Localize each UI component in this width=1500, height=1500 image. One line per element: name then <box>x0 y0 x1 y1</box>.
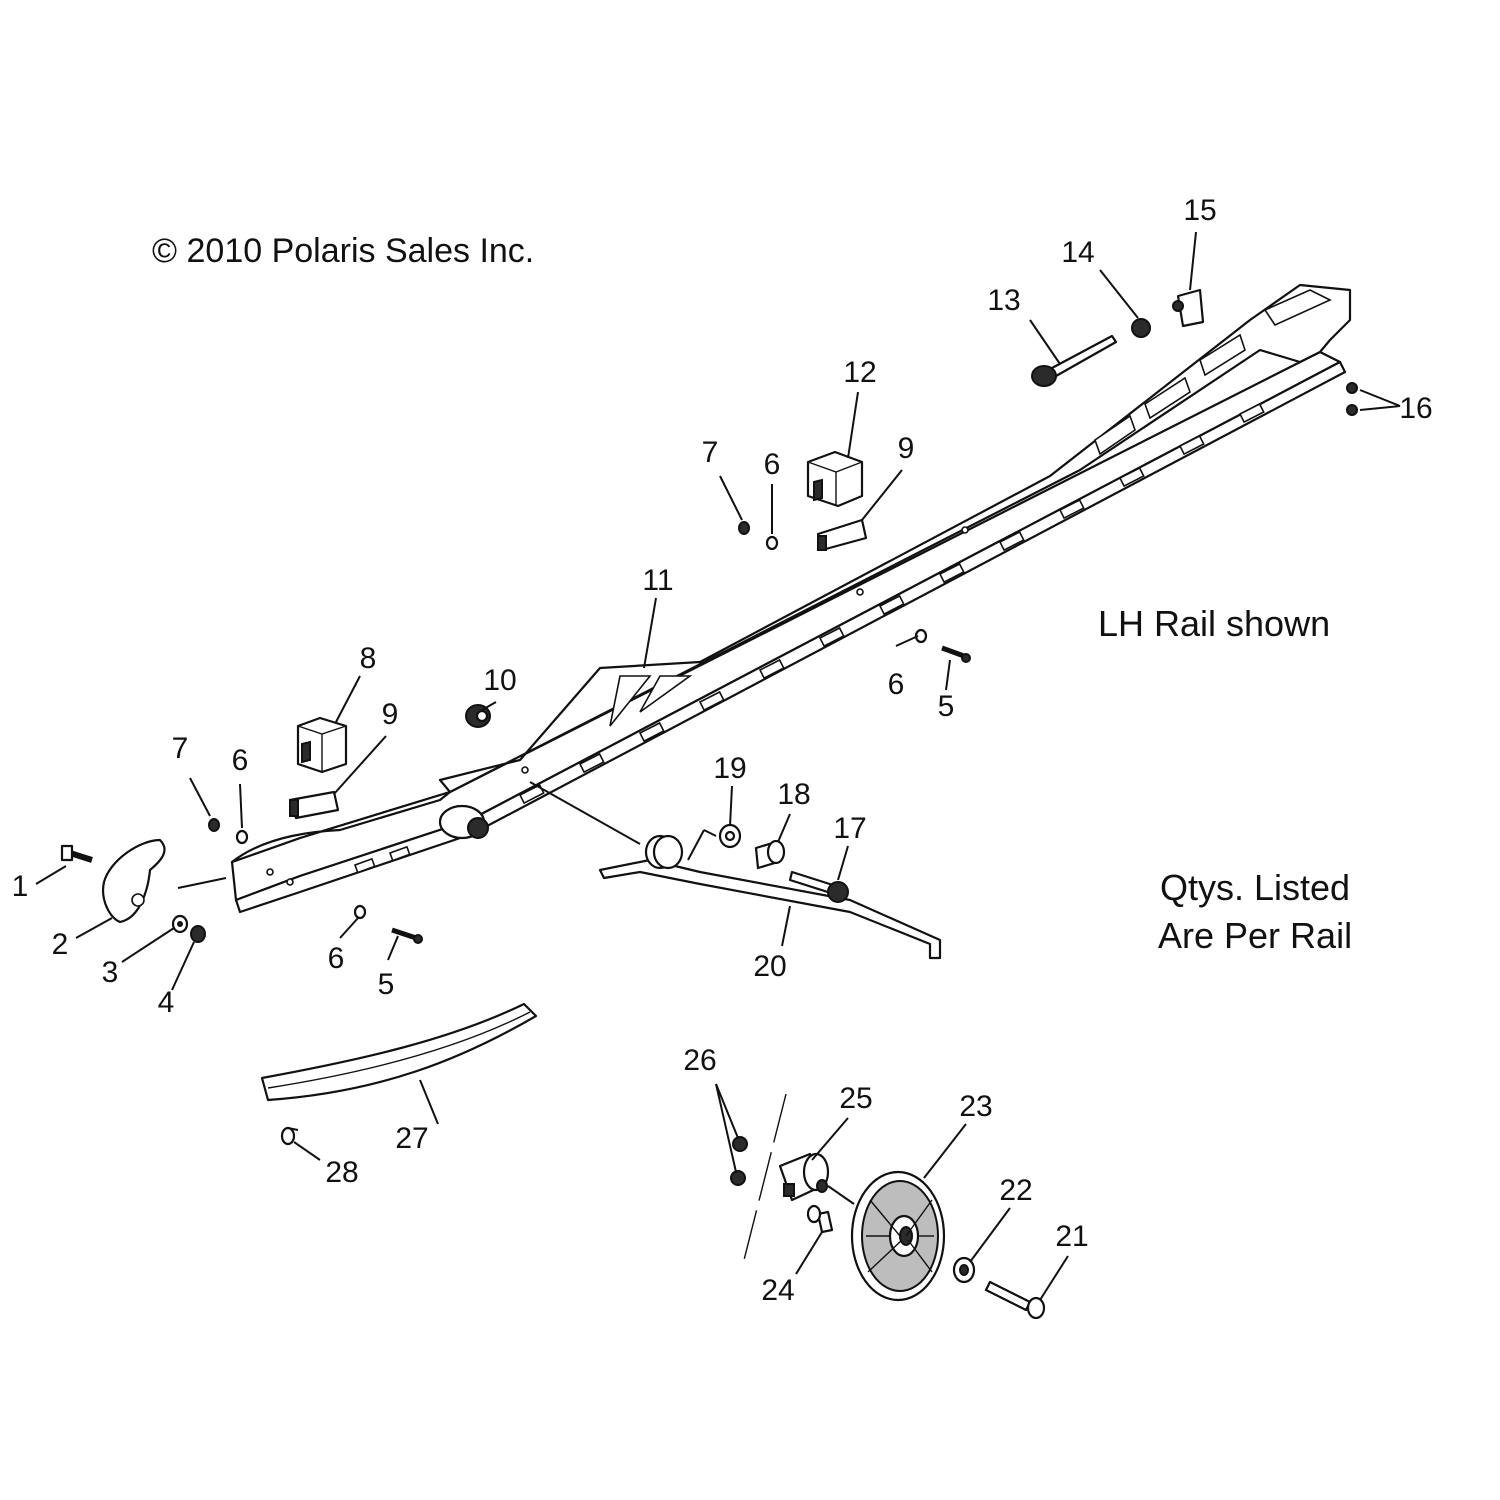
callout-1: 1 <box>12 870 29 903</box>
leader-lines <box>35 231 1401 1301</box>
callout-5a: 5 <box>378 968 395 1001</box>
callout-14: 14 <box>1061 236 1094 269</box>
callout-21: 21 <box>1055 1220 1088 1253</box>
washer-19 <box>718 823 742 849</box>
axle-bolt-21 <box>984 1280 1046 1320</box>
bolt-17 <box>788 870 849 903</box>
bolt-front <box>60 844 93 863</box>
wear-strip <box>260 1002 538 1102</box>
nut-14 <box>1131 318 1151 338</box>
callout-3: 3 <box>102 956 119 989</box>
bracket-9a <box>288 790 340 820</box>
center-line <box>743 1093 787 1261</box>
slide-rail <box>230 283 1352 914</box>
rivet <box>280 1126 299 1146</box>
washer-3 <box>171 914 189 934</box>
rail-cap <box>102 838 166 924</box>
stopper-block-12 <box>806 450 864 508</box>
washer-6b <box>353 904 367 920</box>
nut-4 <box>190 925 206 943</box>
callout-25: 25 <box>839 1082 872 1115</box>
nut-7b <box>738 521 750 535</box>
callout-22: 22 <box>999 1174 1032 1207</box>
callout-16: 16 <box>1399 392 1432 425</box>
rail-note: LH Rail shown <box>1098 603 1330 644</box>
callout-2: 2 <box>52 928 69 961</box>
callout-18: 18 <box>777 778 810 811</box>
bolts-16 <box>1346 382 1358 416</box>
callout-6c: 6 <box>764 448 781 481</box>
callout-7a: 7 <box>172 732 189 765</box>
bracket-9b <box>816 518 868 552</box>
callout-6b: 6 <box>232 744 249 777</box>
callout-27: 27 <box>395 1122 428 1155</box>
callout-15: 15 <box>1183 194 1216 227</box>
pivot-nut-10 <box>465 704 491 728</box>
callout-9a: 9 <box>382 698 399 731</box>
bolt-24 <box>806 1204 834 1234</box>
callout-26: 26 <box>683 1044 716 1077</box>
qty-note-line2: Are Per Rail <box>1158 915 1352 956</box>
callout-28: 28 <box>325 1156 358 1189</box>
end-plate-15 <box>1172 288 1205 328</box>
callout-7b: 7 <box>702 436 719 469</box>
washer-6d <box>765 535 779 551</box>
nuts-26 <box>730 1136 748 1186</box>
qty-note-line1: Qtys. Listed <box>1160 867 1350 908</box>
axle-housing-25 <box>778 1152 830 1202</box>
torsion-spring-20 <box>598 829 942 960</box>
bolt-5b <box>941 645 971 663</box>
wheel-23 <box>850 1170 946 1302</box>
callout-13: 13 <box>987 284 1020 317</box>
callout-20: 20 <box>753 950 786 983</box>
callout-24: 24 <box>761 1274 794 1307</box>
callout-labels: 1 2 3 4 5 5 6 6 6 6 7 7 8 9 9 10 11 12 1… <box>12 194 1433 1307</box>
stopper-block-8 <box>296 716 348 774</box>
callout-9b: 9 <box>898 432 915 465</box>
callout-6a: 6 <box>328 942 345 975</box>
callout-6d: 6 <box>888 668 905 701</box>
washer-22 <box>952 1256 976 1284</box>
bolt-5a <box>391 927 423 944</box>
callout-23: 23 <box>959 1090 992 1123</box>
callout-10: 10 <box>483 664 516 697</box>
callout-17: 17 <box>833 812 866 845</box>
long-bolt-13 <box>1031 334 1118 387</box>
bushing-18 <box>754 839 786 870</box>
callout-8: 8 <box>360 642 377 675</box>
nut-7a <box>208 818 220 832</box>
copyright-text: © 2010 Polaris Sales Inc. <box>152 232 534 270</box>
callout-12: 12 <box>843 356 876 389</box>
callout-4: 4 <box>158 986 175 1019</box>
callout-11: 11 <box>642 564 673 597</box>
washer-6a <box>235 829 249 845</box>
callout-5b: 5 <box>938 690 955 723</box>
callout-19: 19 <box>713 752 746 785</box>
